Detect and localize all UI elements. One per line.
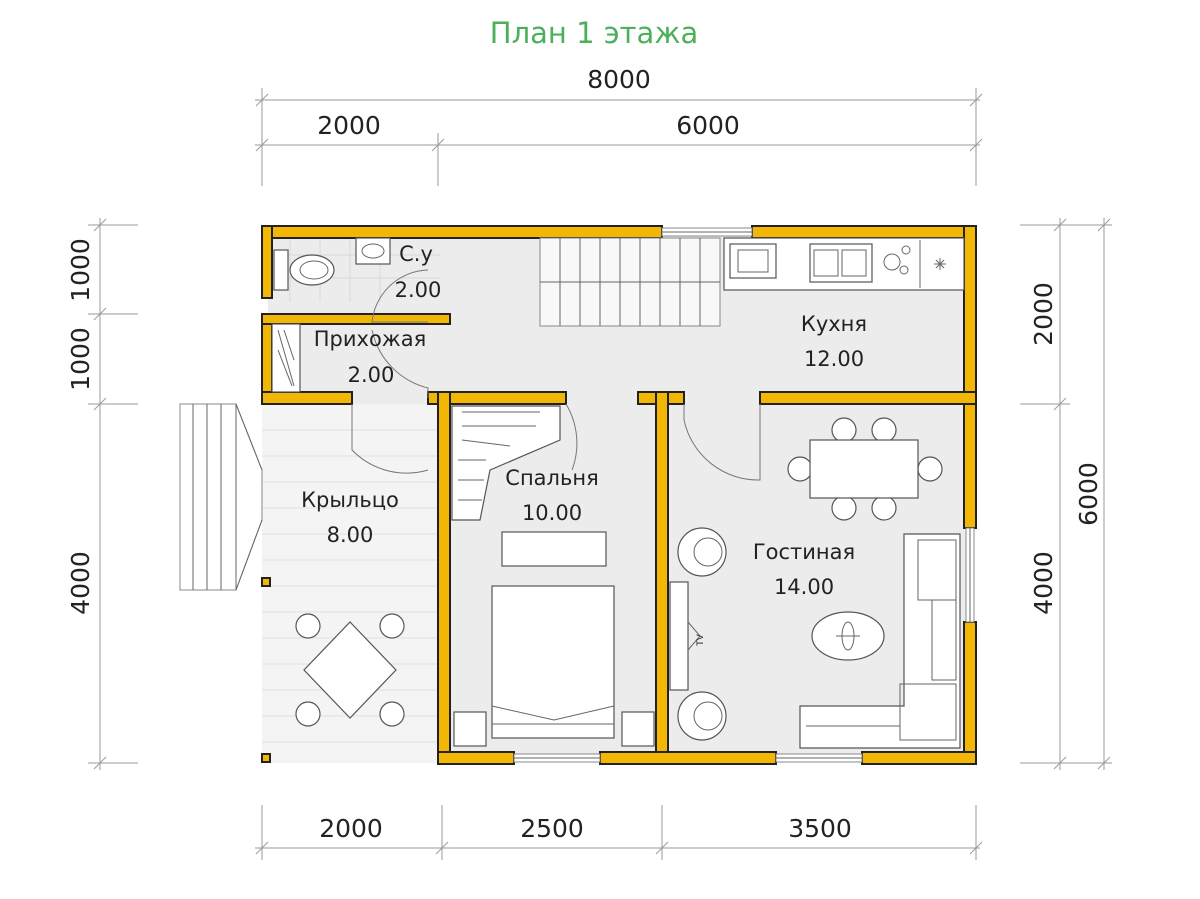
toilet-icon <box>273 249 335 291</box>
staircase <box>539 237 721 327</box>
dim-bottom-2: 2500 <box>520 814 584 843</box>
tv-unit-icon <box>669 581 701 691</box>
room-area-living: 14.00 <box>774 575 834 599</box>
wardrobe-icon <box>271 323 301 393</box>
room-name-su: С.у <box>399 242 433 266</box>
porch-steps <box>179 403 263 591</box>
room-name-kitchen: Кухня <box>801 312 867 336</box>
dimension-lines <box>88 88 1112 860</box>
dim-left-3: 4000 <box>66 551 95 615</box>
dim-right-1: 2000 <box>1029 282 1058 346</box>
plan-title: План 1 этажа <box>490 16 698 50</box>
dim-left-2: 1000 <box>66 327 95 391</box>
dim-bottom-1: 2000 <box>319 814 383 843</box>
bench-icon <box>501 531 607 567</box>
room-name-bedroom: Спальня <box>505 466 598 490</box>
bed-icon <box>491 585 615 739</box>
room-name-hallway: Прихожая <box>314 327 426 351</box>
nightstand-left <box>453 711 487 747</box>
room-area-porch: 8.00 <box>327 523 374 547</box>
kitchen-counter <box>723 237 965 291</box>
room-area-su: 2.00 <box>395 278 442 302</box>
room-area-bedroom: 10.00 <box>522 501 582 525</box>
walls <box>261 225 977 765</box>
armchair-top-icon <box>677 527 727 577</box>
dim-top-left: 2000 <box>317 111 381 140</box>
corner-wardrobe <box>451 405 561 521</box>
room-name-porch: Крыльцо <box>301 488 399 512</box>
room-area-kitchen: 12.00 <box>804 347 864 371</box>
dim-bottom-3: 3500 <box>788 814 852 843</box>
room-name-living: Гостиная <box>753 540 855 564</box>
nightstand-right <box>621 711 655 747</box>
dim-top-right: 6000 <box>676 111 740 140</box>
stove-icon <box>729 243 777 279</box>
sofa-icon <box>799 533 961 749</box>
dim-top-total: 8000 <box>587 65 651 94</box>
doors <box>351 269 761 481</box>
dim-left-1: 1000 <box>66 238 95 302</box>
armchair-bottom-icon <box>677 691 727 741</box>
dim-right-total: 6000 <box>1074 462 1103 526</box>
coffee-table-icon <box>811 611 885 661</box>
dim-right-2: 4000 <box>1029 551 1058 615</box>
washbasin-icon <box>355 237 391 265</box>
porch-deck-boards <box>262 429 438 743</box>
room-area-hallway: 2.00 <box>348 363 395 387</box>
dining-table <box>787 417 943 521</box>
windows <box>513 227 975 763</box>
porch-table <box>295 613 405 727</box>
tv-label: TV <box>696 633 706 646</box>
